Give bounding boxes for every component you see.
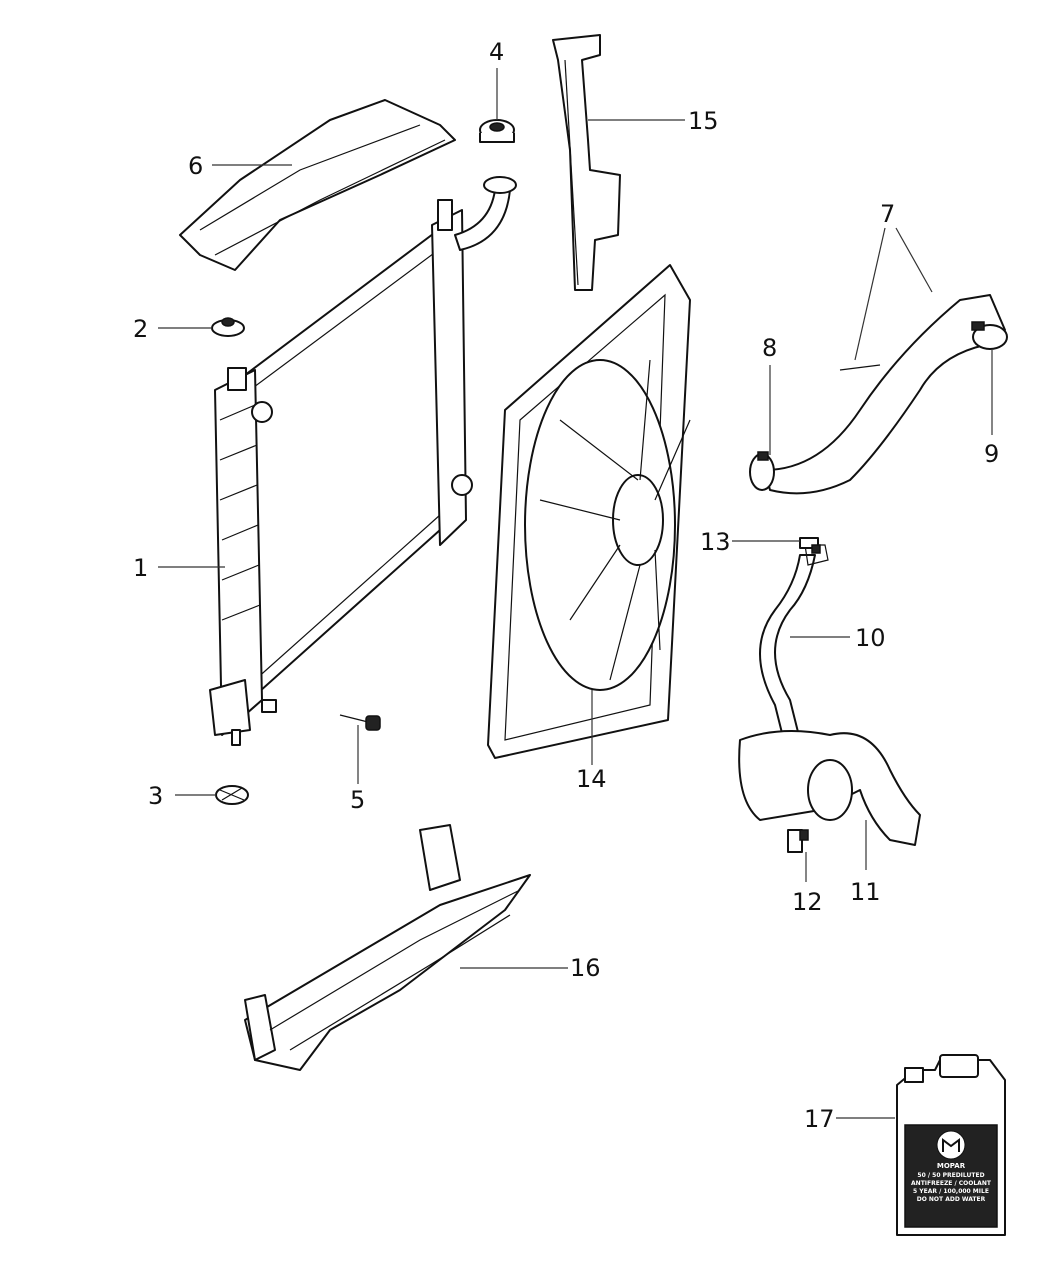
leader-lines	[158, 68, 993, 1119]
jug-line-3: 5 YEAR / 100,000 MILE	[913, 1188, 989, 1195]
jug-line-2: ANTIFREEZE / COOLANT	[911, 1180, 992, 1187]
callout-4: 4	[489, 38, 504, 66]
part-1-radiator	[209, 199, 473, 746]
part-8-hose-clamp	[749, 451, 775, 491]
callout-6: 6	[188, 152, 203, 180]
callout-11: 11	[850, 878, 881, 906]
callout-labels: 1 2 3 4 5 6 7 8 9 10 11 12 13 14 15 16 1…	[133, 38, 999, 1133]
callout-13: 13	[700, 528, 731, 556]
part-10-lower-hose	[759, 544, 829, 746]
callout-12: 12	[792, 888, 823, 916]
callout-16: 16	[570, 954, 601, 982]
part-9-hose-clamp	[971, 321, 1008, 350]
part-11-lower-radiator-hose	[738, 730, 921, 846]
callout-1: 1	[133, 554, 148, 582]
part-5-drain-cock	[339, 714, 381, 731]
part-15-deflector-bracket	[552, 34, 621, 291]
callout-14: 14	[576, 765, 607, 793]
callout-15: 15	[688, 107, 719, 135]
part-7-upper-radiator-hose	[764, 294, 1006, 495]
part-6-upper-air-deflector	[179, 99, 456, 271]
part-17-coolant-jug: MOPAR 50 / 50 PREDILUTED ANTIFREEZE / CO…	[896, 1054, 1006, 1236]
part-2-upper-isolator	[211, 317, 245, 337]
radiator-filler-neck	[454, 176, 517, 251]
part-14-fan-shroud	[487, 264, 691, 759]
part-4-radiator-cap	[479, 119, 515, 143]
jug-brand-label: MOPAR	[937, 1162, 966, 1170]
callout-17: 17	[804, 1105, 835, 1133]
part-3-lower-isolator	[215, 785, 249, 805]
jug-line-1: 50 / 50 PREDILUTED	[917, 1172, 984, 1179]
callout-5: 5	[350, 786, 365, 814]
callout-7: 7	[880, 200, 895, 228]
callout-2: 2	[133, 315, 148, 343]
callout-8: 8	[762, 334, 777, 362]
jug-line-4: DO NOT ADD WATER	[917, 1196, 986, 1203]
callout-10: 10	[855, 624, 886, 652]
part-12-hose-clamp	[787, 829, 809, 853]
callout-3: 3	[148, 782, 163, 810]
part-16-lower-air-deflector	[244, 824, 531, 1071]
part-13-hose-clamp	[799, 537, 821, 554]
callout-9: 9	[984, 440, 999, 468]
